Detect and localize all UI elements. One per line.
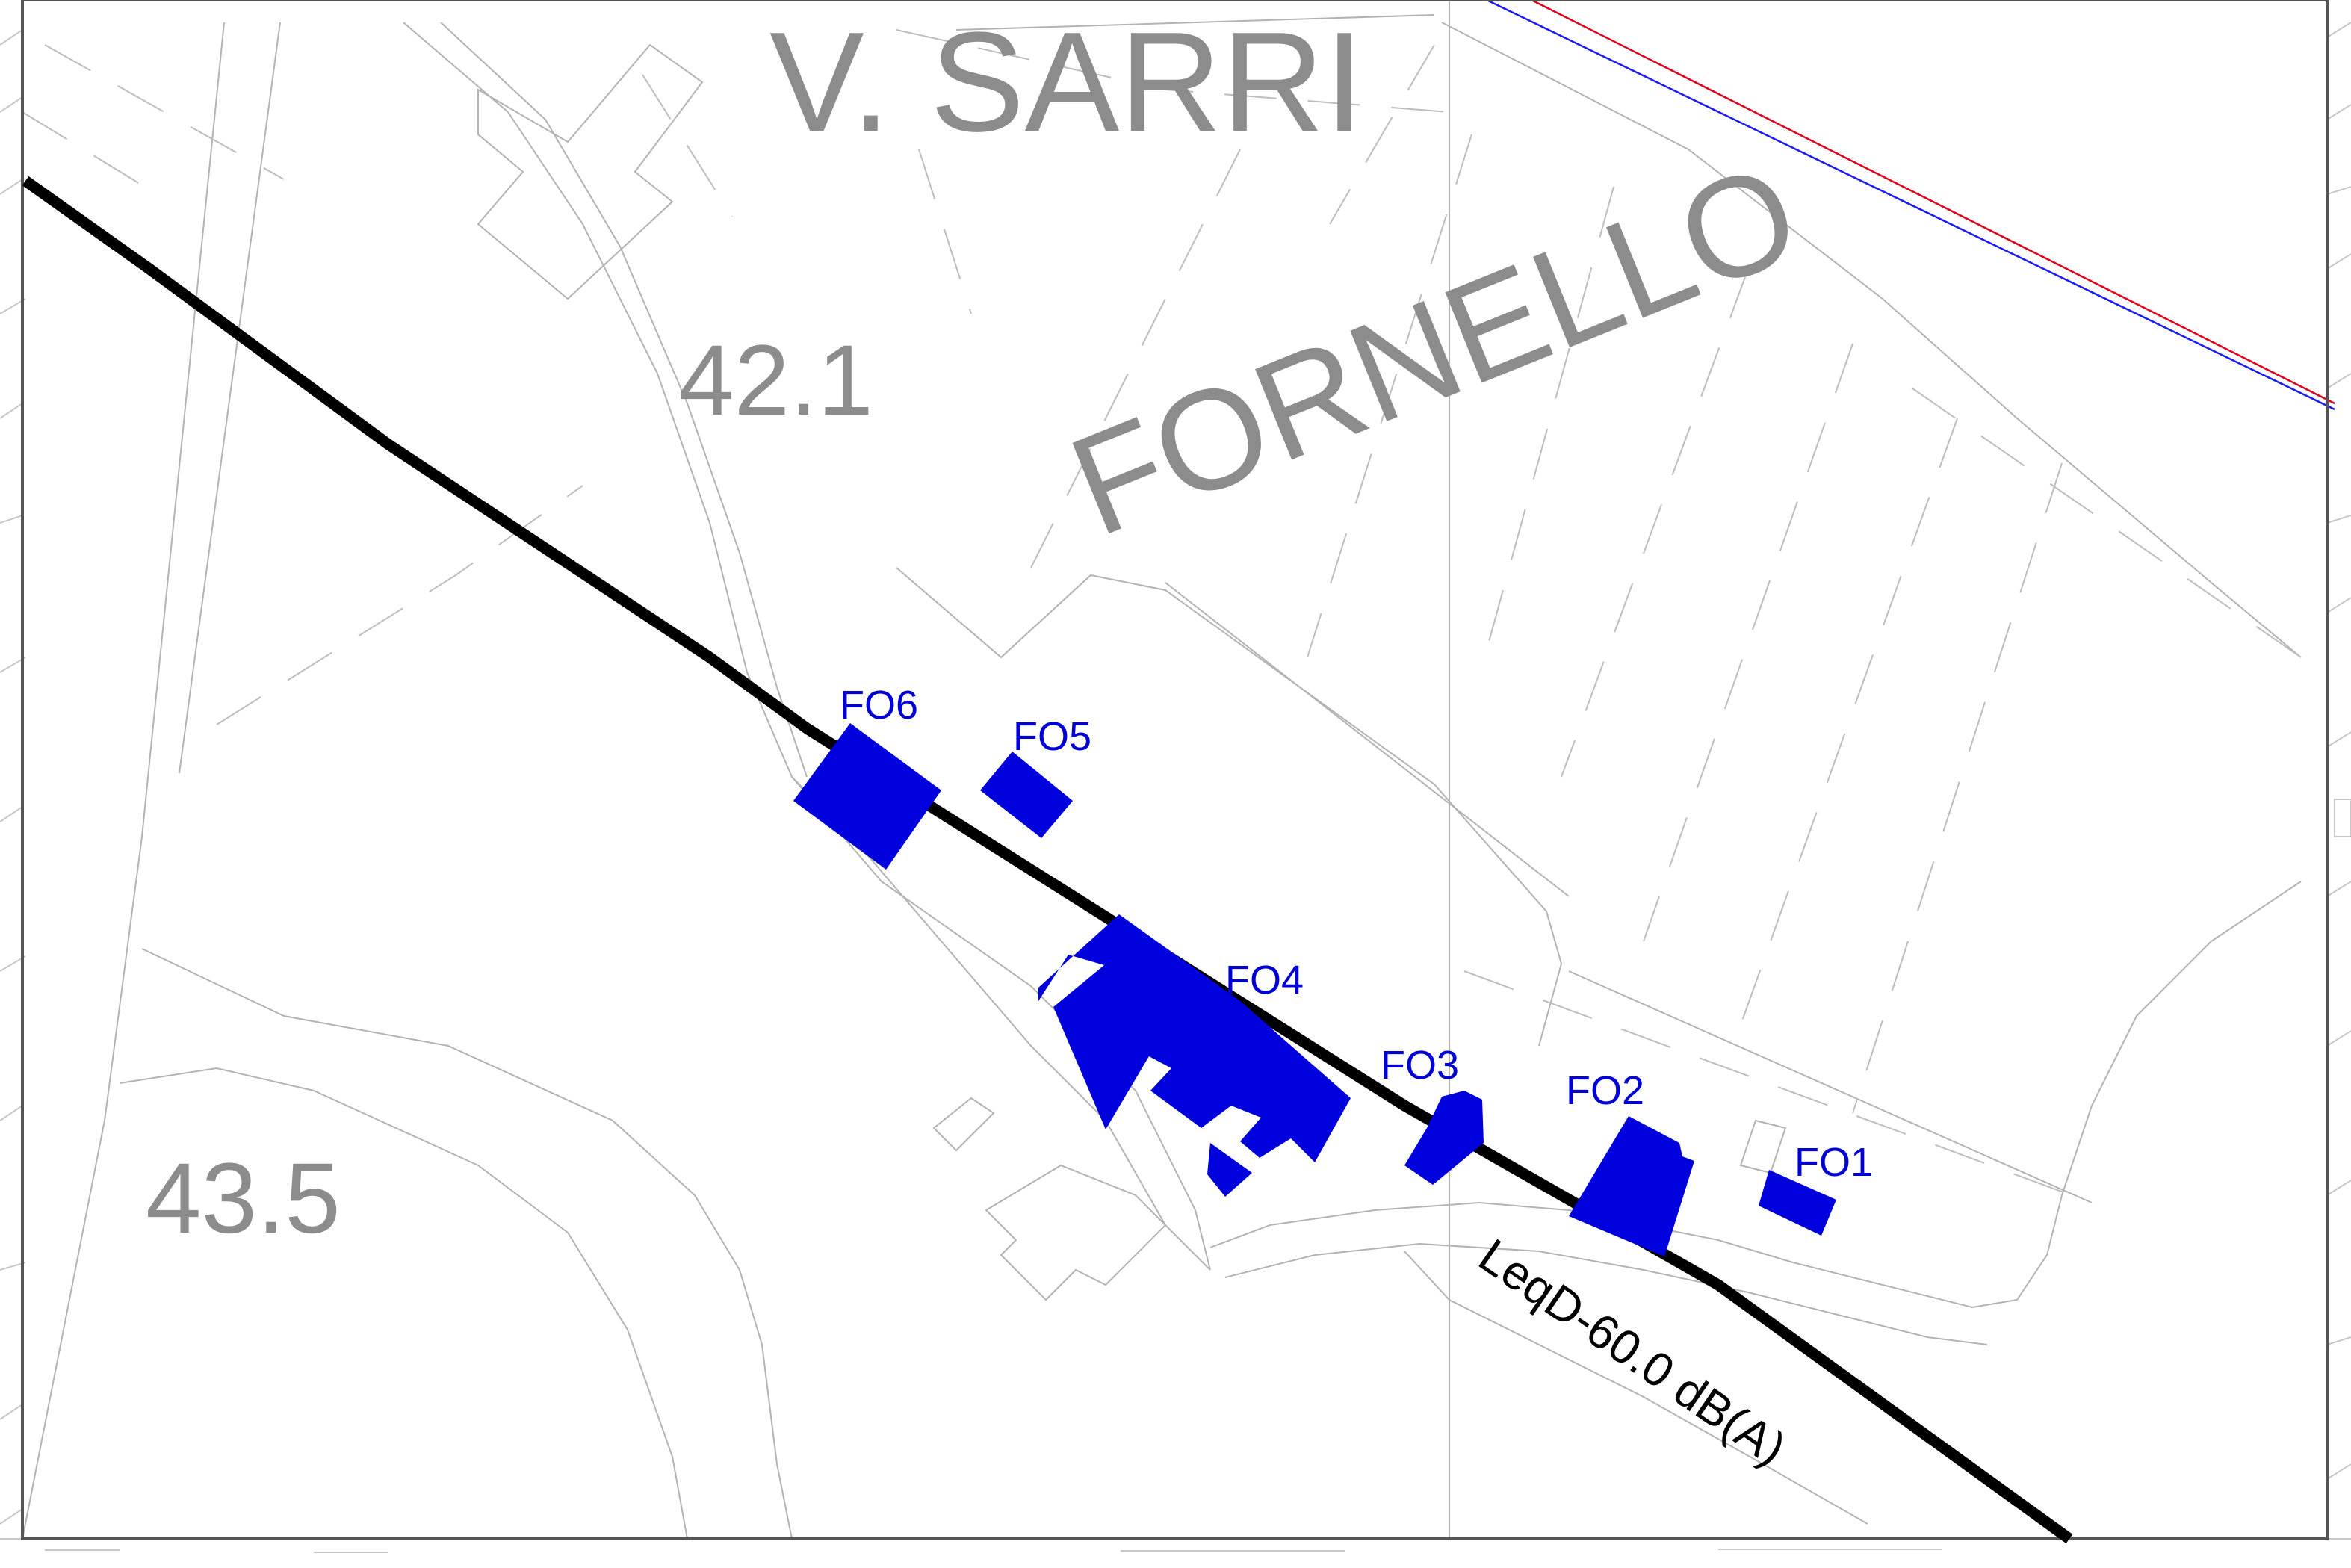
building-fo5[interactable] <box>980 752 1073 838</box>
level-label-43-5: 43.5 <box>146 1143 341 1254</box>
building-label-fo1: FO1 <box>1794 1140 1873 1185</box>
building-fo6[interactable] <box>793 723 941 870</box>
building-fo4[interactable] <box>1038 914 1351 1162</box>
map-frame <box>21 0 2329 1540</box>
building-label-fo4: FO4 <box>1225 958 1304 1003</box>
building-label-fo5: FO5 <box>1013 714 1091 759</box>
building-fo3[interactable] <box>1404 1091 1484 1185</box>
buildings <box>793 723 1836 1256</box>
locality-label-v-sarri: V. SARRI <box>769 3 1364 161</box>
building-label-fo2: FO2 <box>1566 1068 1644 1113</box>
base-map-dashed-lines <box>22 29 2302 1203</box>
level-label-42-1: 42.1 <box>678 325 873 436</box>
building-fo2[interactable] <box>1569 1116 1694 1256</box>
building-fo1[interactable] <box>1759 1170 1836 1236</box>
building-fo4-annex[interactable] <box>1207 1143 1252 1197</box>
blue-line <box>1486 0 2335 411</box>
building-label-fo6: FO6 <box>840 683 918 728</box>
building-label-fo3: FO3 <box>1381 1043 1459 1088</box>
red-line <box>1531 0 2335 405</box>
